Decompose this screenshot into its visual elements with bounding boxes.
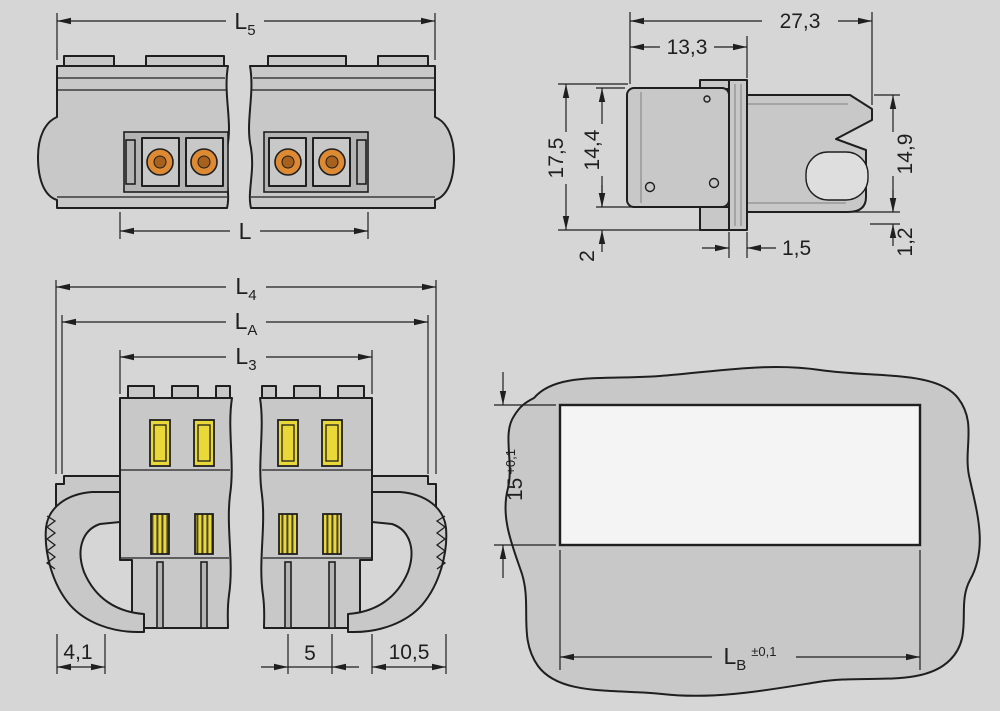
clamp-slot (277, 419, 299, 467)
lever-serration-left (45, 515, 57, 570)
side-connector-body (626, 79, 873, 231)
rivet-hole (703, 95, 711, 103)
top-tab (337, 385, 365, 399)
dim-5: 5 (261, 634, 359, 674)
dim-27-3-label: 27,3 (780, 10, 821, 33)
pin-shaft (328, 561, 336, 629)
dim-la: LA (61, 308, 429, 474)
top-tab (127, 385, 155, 399)
front-view: L5 L (37, 8, 455, 244)
top-tab (293, 385, 321, 399)
dim-14-4-label: 14,4 (581, 129, 604, 170)
dim-l5: L5 (56, 8, 436, 60)
clamp-slot (193, 419, 215, 467)
contact-pin-core (281, 155, 295, 169)
lever-serration-right (435, 515, 447, 570)
top-tab (171, 385, 199, 399)
dim-l5-main: L (234, 8, 247, 34)
latch-recess (805, 151, 869, 201)
rivet-hole (708, 177, 720, 189)
side-view: 27,3 13,3 17,5 14,4 2 (545, 10, 917, 262)
contact-pin-core (153, 155, 167, 169)
strip-end-left (125, 139, 136, 185)
panel-cutout-rect (558, 403, 922, 547)
dim-4-1-label: 4,1 (63, 641, 92, 664)
dim-la-sub: A (247, 322, 257, 339)
dim-l3: L3 (119, 343, 373, 394)
dim-13-3-label: 13,3 (667, 36, 708, 59)
clamp-spring-slot (278, 513, 298, 555)
dim-l5-sub: 5 (247, 22, 255, 39)
dim-15: 15 +0,1 (494, 372, 556, 578)
dim-1-2-label: 1,2 (894, 227, 917, 256)
dim-2-label: 2 (576, 250, 599, 262)
clamp-spring-slot (194, 513, 214, 555)
strip-end-right (356, 139, 367, 185)
top-tab (215, 385, 231, 399)
dim-lb-tolerance: ±0,1 (751, 644, 776, 659)
mounting-foot (699, 206, 730, 231)
dim-15-tolerance: +0,1 (503, 449, 518, 475)
bottom-connector-body (44, 385, 448, 633)
dim-5-label: 5 (304, 642, 316, 665)
clamp-slot-inner (281, 424, 295, 462)
top-tab (261, 385, 277, 399)
pin-shaft (156, 561, 164, 629)
rivet-hole (644, 181, 656, 193)
dim-4-1: 4,1 (56, 634, 106, 674)
dim-l4-sub: 4 (248, 287, 256, 304)
locking-lever-left (44, 491, 145, 633)
pin-shaft (200, 561, 208, 629)
contact-pin-core (325, 155, 339, 169)
locking-lever-right (347, 491, 448, 633)
dim-2: 2 (576, 185, 606, 262)
clamp-slot-inner (153, 424, 167, 462)
dim-1-2: 1,2 (870, 190, 917, 257)
dim-lb-main: L (723, 643, 736, 669)
dim-17-5-label: 17,5 (545, 138, 568, 179)
dim-la-label: LA (235, 308, 258, 339)
dim-lb-label: LB ±0,1 (723, 643, 776, 674)
dim-14-4: 14,4 (581, 87, 698, 208)
body-left-half (119, 397, 233, 629)
dim-l4: L4 (55, 273, 437, 474)
housing-body (626, 87, 730, 208)
clamp-slot (149, 419, 171, 467)
dim-l: L (119, 212, 369, 244)
bottom-view: L4 LA L3 4,1 5 (44, 273, 448, 674)
dim-13-3: 13,3 (630, 36, 748, 78)
pin-shaft (284, 561, 292, 629)
clamp-spring-slot (322, 513, 342, 555)
dim-l3-sub: 3 (248, 357, 256, 374)
clamp-spring-slot (150, 513, 170, 555)
cutout-view: 15 +0,1 LB ±0,1 (494, 366, 981, 697)
dim-l4-main: L (235, 273, 248, 299)
dim-lb: LB ±0,1 (559, 550, 921, 674)
dim-15-label: 15 +0,1 (503, 449, 527, 501)
dim-l4-label: L4 (235, 273, 256, 304)
dim-l3-label: L3 (235, 343, 256, 374)
body-right-half (259, 397, 373, 629)
dim-17-5: 17,5 (545, 83, 700, 231)
dim-l5-label: L5 (234, 8, 255, 39)
panel-flange (728, 79, 748, 231)
dim-10-5: 10,5 (371, 634, 447, 674)
clamp-slot-inner (197, 424, 211, 462)
dim-l-label: L (239, 218, 252, 244)
dim-10-5-label: 10,5 (389, 641, 430, 664)
dim-14-9-label: 14,9 (894, 134, 917, 175)
dim-lb-sub: B (736, 657, 746, 674)
dim-14-9: 14,9 (852, 94, 917, 213)
dim-1-5-label: 1,5 (782, 237, 811, 260)
front-connector-body (37, 55, 455, 209)
clamp-slot-inner (325, 424, 339, 462)
dim-la-main: L (235, 308, 248, 334)
dim-15-value: 15 (504, 478, 527, 501)
dim-l3-main: L (235, 343, 248, 369)
clamp-slot (321, 419, 343, 467)
contact-pin-core (197, 155, 211, 169)
dim-1-5: 1,5 (702, 232, 811, 260)
